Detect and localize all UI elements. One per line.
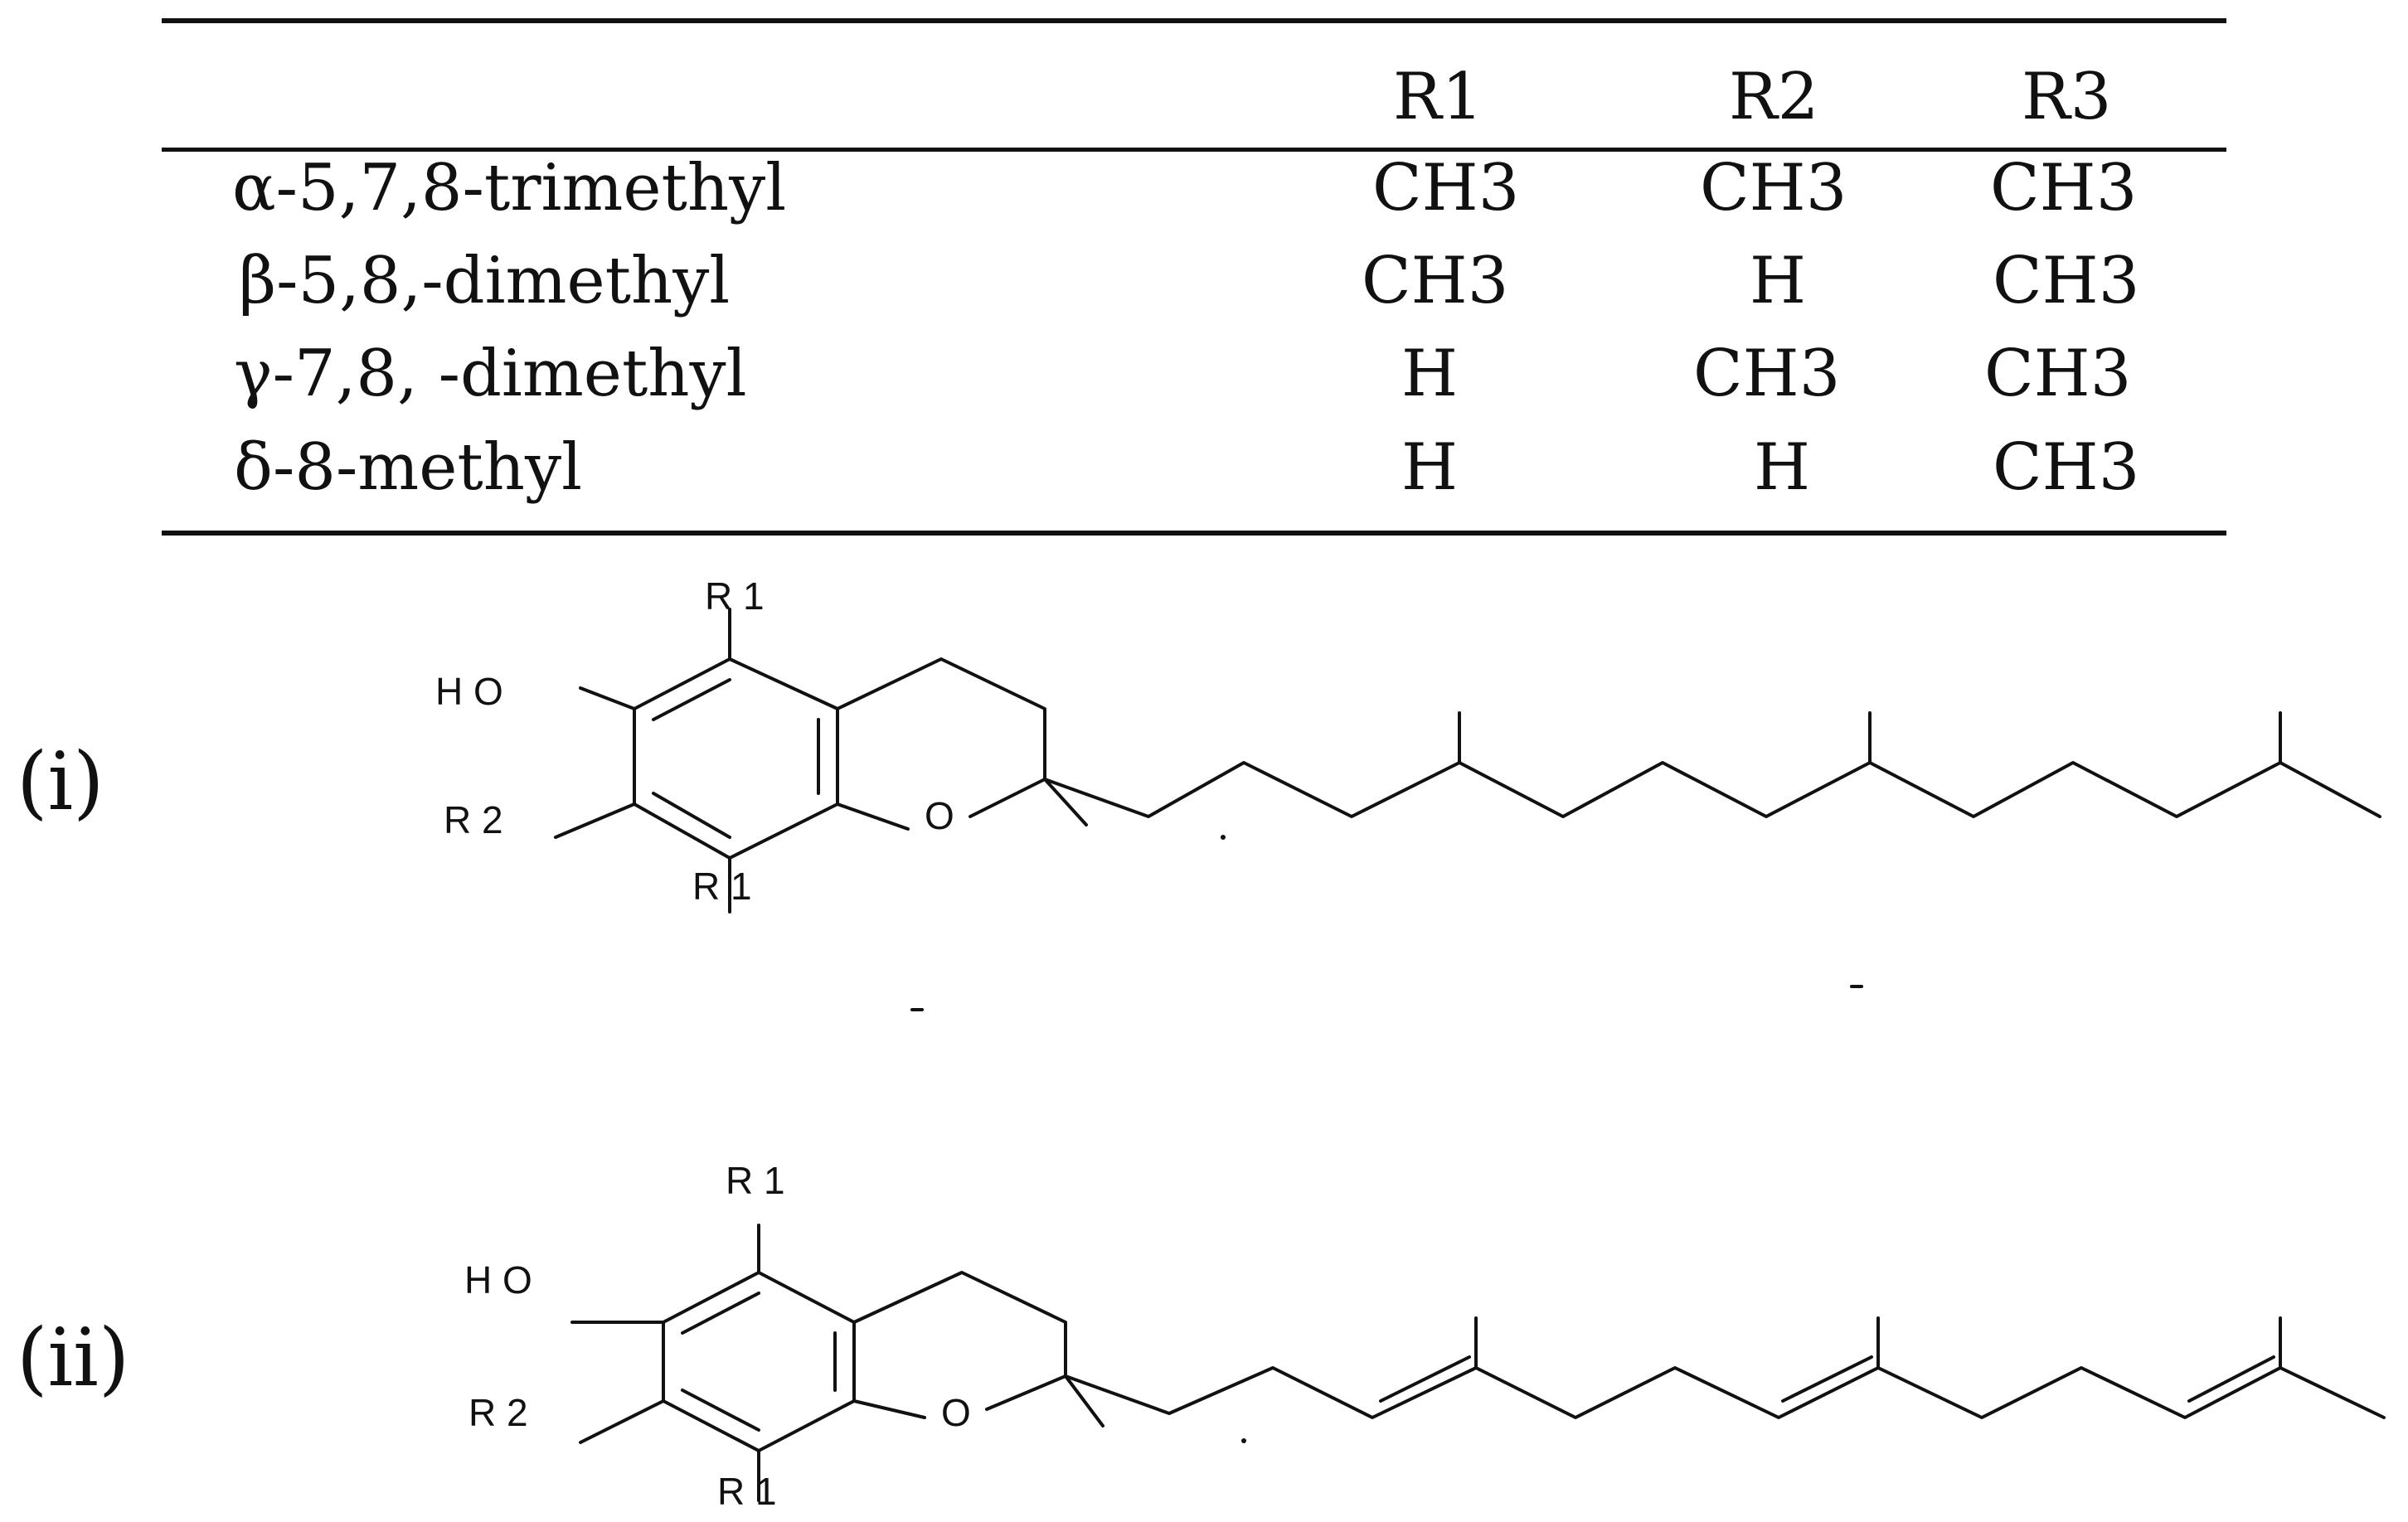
tocotrienol-structure: H O R 1 R 2 R 1 O bbox=[464, 1159, 2386, 1513]
tocopherol-structure: H O R 1 R 2 R 1 O bbox=[435, 574, 2381, 914]
hydroxyl-label: H O bbox=[464, 1258, 532, 1301]
row-beta-r2: H bbox=[1750, 244, 1807, 318]
structure-ii-label: (ii) bbox=[17, 1311, 130, 1404]
row-gamma-name: γ-7,8, -dimethyl bbox=[234, 337, 747, 411]
table-top-rule bbox=[162, 18, 2226, 23]
row-delta-r3: CH3 bbox=[1993, 430, 2140, 505]
row-gamma-r1: H bbox=[1401, 337, 1459, 411]
row-beta-name: β-5,8,-dimethyl bbox=[239, 244, 731, 318]
r1-bottom-label: R 1 bbox=[717, 1470, 777, 1513]
row-alpha-r1: CH3 bbox=[1372, 151, 1520, 225]
row-gamma-r3: CH3 bbox=[1984, 337, 2132, 411]
structure-i-label: (i) bbox=[17, 735, 104, 828]
header-r1: R1 bbox=[1393, 60, 1483, 134]
phytyl-chain bbox=[1043, 711, 2381, 818]
stray-dot bbox=[1241, 1438, 1246, 1443]
ring-oxygen-label: O bbox=[925, 794, 954, 837]
substituent-bonds bbox=[554, 608, 731, 914]
ring-oxygen-label: O bbox=[941, 1391, 971, 1434]
r1-bottom-label: R 1 bbox=[692, 865, 752, 908]
r1-top-label: R 1 bbox=[705, 574, 765, 618]
row-beta-r1: CH3 bbox=[1362, 244, 1509, 318]
row-delta-r2: H bbox=[1754, 430, 1811, 505]
row-delta-r1: H bbox=[1401, 430, 1459, 505]
substituent-bonds bbox=[570, 1224, 760, 1502]
trienyl-chain bbox=[1064, 1316, 2386, 1419]
header-r3: R3 bbox=[2022, 60, 2112, 134]
stray-dot bbox=[1221, 835, 1226, 840]
hydroxyl-label: H O bbox=[435, 670, 503, 713]
row-delta-name: δ-8-methyl bbox=[234, 430, 583, 505]
row-alpha-r3: CH3 bbox=[1990, 151, 2138, 225]
row-gamma-r2: CH3 bbox=[1693, 337, 1841, 411]
header-r2: R2 bbox=[1729, 60, 1819, 134]
table-header-rule bbox=[162, 148, 2226, 152]
row-beta-r3: CH3 bbox=[1993, 244, 2140, 318]
r2-label: R 2 bbox=[444, 798, 503, 841]
table-bottom-rule bbox=[162, 531, 2226, 536]
benzene-ring bbox=[633, 657, 839, 860]
r1-top-label: R 1 bbox=[726, 1159, 785, 1202]
benzene-ring bbox=[662, 1271, 856, 1452]
pyran-ring bbox=[836, 657, 1088, 831]
row-alpha-name: α-5,7,8-trimethyl bbox=[232, 151, 787, 225]
row-alpha-r2: CH3 bbox=[1700, 151, 1847, 225]
r2-label: R 2 bbox=[468, 1391, 528, 1434]
pyran-ring bbox=[852, 1271, 1104, 1427]
